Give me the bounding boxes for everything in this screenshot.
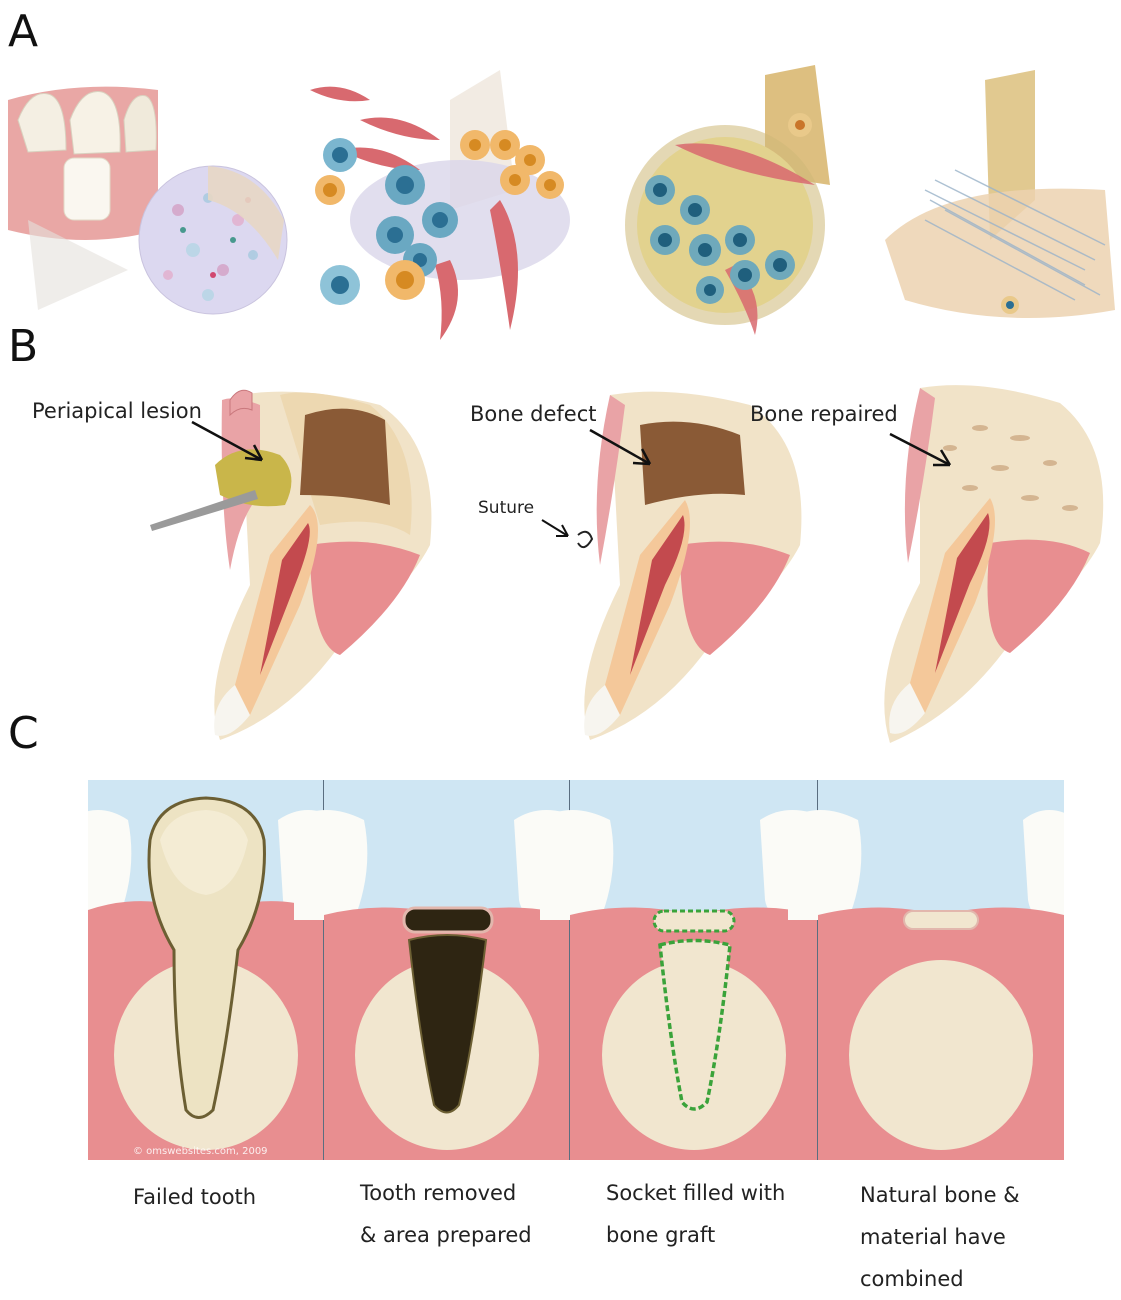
caption-line: Failed tooth	[133, 1176, 256, 1218]
panel-b-letter: B	[8, 325, 38, 369]
panel-c-stage-socket-grafted	[570, 780, 818, 1160]
panel-a-illustration-bone-formation	[615, 65, 875, 335]
label-bone-repaired: Bone repaired	[750, 402, 898, 427]
caption-line: material have	[860, 1216, 1020, 1258]
label-suture: Suture	[478, 498, 534, 518]
arrow-bone-defect	[588, 428, 658, 473]
panel-c-stage-failed-tooth: © omswebsites.com, 2009	[88, 780, 324, 1160]
panel-a-illustration-cell-migration	[300, 60, 600, 350]
panel-a-illustration-graft-placement	[8, 80, 288, 320]
arrow-bone-repaired	[888, 432, 958, 472]
panel-a-illustration-mature-bone	[885, 70, 1120, 335]
watermark: © omswebsites.com, 2009	[133, 1146, 268, 1157]
caption-socket-filled: Socket filled with bone graft	[606, 1172, 785, 1256]
caption-line: Natural bone &	[860, 1174, 1020, 1216]
arrow-suture	[540, 518, 575, 543]
panel-c-letter: C	[8, 712, 39, 756]
arrow-periapical-lesion	[190, 420, 270, 470]
label-periapical-lesion: Periapical lesion	[32, 399, 202, 424]
caption-bone-combined: Natural bone & material have combined	[860, 1174, 1020, 1300]
caption-line: Socket filled with	[606, 1172, 785, 1214]
panel-c-socket-graft-sequence: © omswebsites.com, 2009	[88, 780, 1064, 1160]
panel-b-illustration-bone-defect	[520, 385, 810, 745]
panel-c-stage-bone-combined	[818, 780, 1064, 1160]
caption-line: Tooth removed	[360, 1172, 532, 1214]
caption-failed-tooth: Failed tooth	[133, 1176, 256, 1218]
label-bone-defect: Bone defect	[470, 402, 597, 427]
caption-line: & area prepared	[360, 1214, 532, 1256]
panel-b-illustration-bone-repaired	[830, 378, 1110, 748]
caption-line: bone graft	[606, 1214, 785, 1256]
panel-b-illustration-lesion-removal	[140, 385, 440, 745]
panel-a-letter: A	[8, 10, 38, 54]
panel-c-stage-tooth-removed	[324, 780, 570, 1160]
caption-line: combined	[860, 1258, 1020, 1300]
caption-tooth-removed: Tooth removed & area prepared	[360, 1172, 532, 1256]
